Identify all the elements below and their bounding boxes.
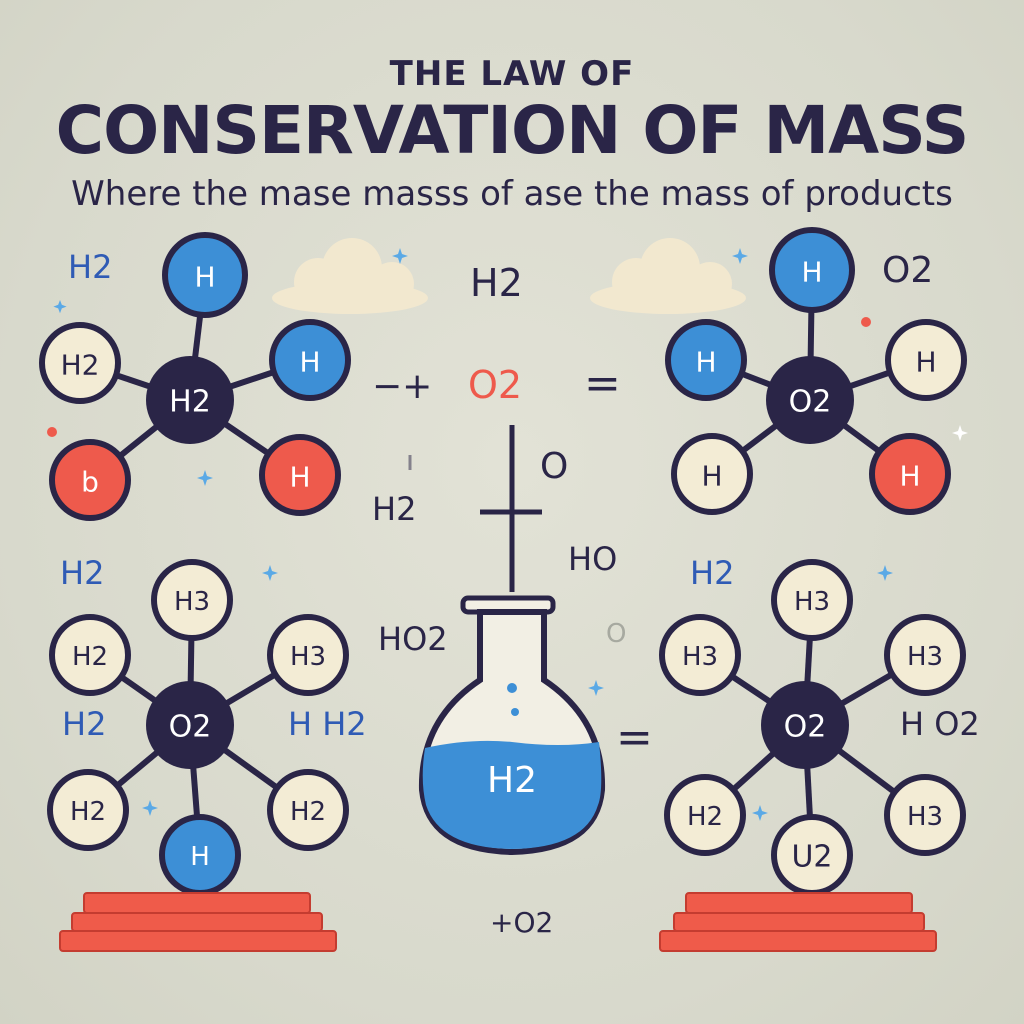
atom-label: H2	[61, 349, 100, 382]
dot-icons	[47, 317, 871, 437]
label-lower-equals: =	[616, 712, 653, 763]
label-mid-o-faint: O	[606, 619, 626, 649]
atom-label: H	[289, 461, 310, 494]
atom-label: H	[801, 256, 822, 289]
pedestal-left	[59, 892, 337, 952]
equation-equals: =	[584, 358, 621, 409]
label-top-left-formula: H2	[68, 248, 112, 286]
atom-label: H	[701, 460, 722, 493]
label-mid-ho2: HO2	[378, 620, 448, 658]
molecule-bottom-left: H3 H2 H3 H2 H2 H O2	[47, 559, 349, 896]
label-top-right-formula: O2	[882, 250, 933, 291]
atom-label: H3	[682, 642, 718, 672]
molecule-bottom-right: H3 H3 H3 H2 H3 U2 O2	[659, 559, 966, 896]
atom-label: H2	[70, 797, 106, 827]
atom-label: H	[899, 460, 920, 493]
label-mid-ho: HO	[568, 540, 617, 578]
label-mid-h2: H2	[372, 490, 416, 528]
label-lower-left-h2a: H2	[60, 554, 104, 592]
cloud-right-icon	[590, 238, 746, 314]
atom-label: H3	[174, 587, 210, 617]
label-bottom-o2: +O2	[490, 906, 553, 939]
atom-label: H3	[794, 587, 830, 617]
label-lower-mid-h-h2: H H2	[288, 705, 367, 743]
equation-o2: O2	[468, 363, 522, 407]
atom-center-label: O2	[784, 710, 827, 745]
label-lower-left-h2b: H2	[62, 705, 106, 743]
atom-label: H	[194, 261, 215, 294]
atom-label: H3	[290, 642, 326, 672]
atom-center-label: O2	[169, 710, 212, 745]
atom-label: H	[915, 346, 936, 379]
atom-label: H	[299, 346, 320, 379]
label-top-center-formula: H2	[470, 261, 523, 305]
sparkle-icons	[53, 248, 968, 821]
label-lower-right-ho2: H O2	[900, 705, 980, 743]
title-main: CONSERVATION OF MASS	[55, 92, 970, 169]
atom-label: H3	[907, 642, 943, 672]
label-mid-o: O	[540, 446, 568, 487]
atom-label: H2	[687, 802, 723, 832]
atom-label: H2	[72, 642, 108, 672]
atom-label: H3	[907, 802, 943, 832]
atom-label: H2	[290, 797, 326, 827]
subtitle: Where the mase masss of ase the mass of …	[71, 174, 953, 214]
equation-plus: −+	[372, 366, 432, 407]
atom-center-label: O2	[789, 385, 832, 420]
atom-label: U2	[791, 840, 832, 875]
reaction-cross	[408, 425, 542, 592]
molecule-top-left: H H2 H b H H2	[39, 232, 351, 521]
flask-icon	[418, 595, 606, 856]
cloud-left-icon	[272, 238, 428, 314]
atom-center-label: H2	[169, 385, 211, 420]
flask-label: H2	[487, 760, 537, 801]
atom-label: H	[190, 842, 210, 872]
title-line-1: THE LAW OF	[389, 54, 635, 94]
molecule-top-right: H H H H H O2	[665, 227, 967, 515]
atom-label: H	[695, 346, 716, 379]
atom-label: b	[81, 466, 99, 499]
label-lower-right-h2: H2	[690, 554, 734, 592]
pedestal-right	[659, 892, 937, 952]
